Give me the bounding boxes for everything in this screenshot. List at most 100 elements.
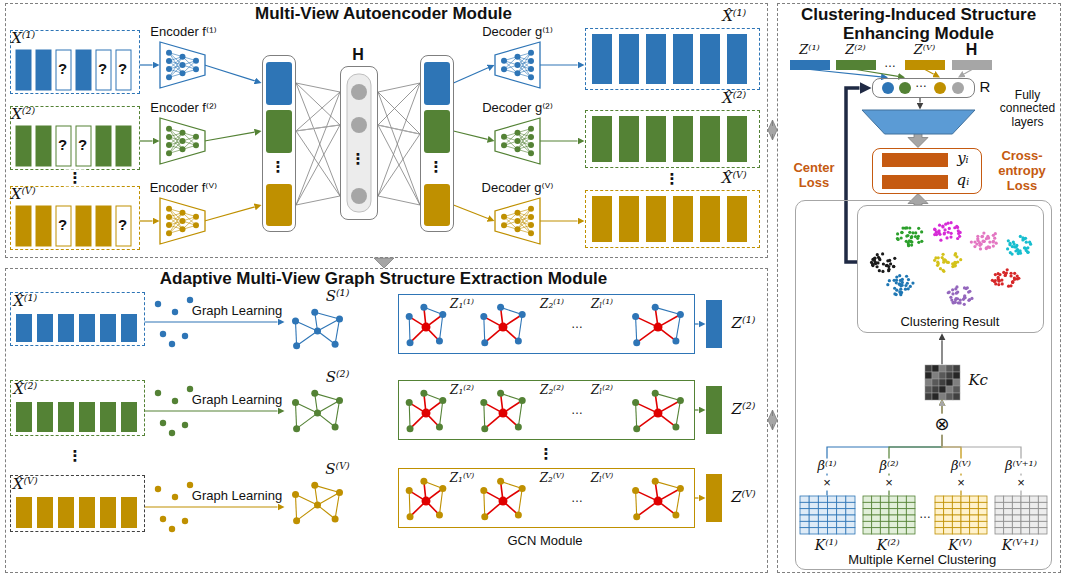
dec-shape xyxy=(514,53,520,59)
graph-figure xyxy=(483,317,485,343)
node-text: S⁽²⁾ xyxy=(326,369,350,386)
data-bars xyxy=(96,126,111,166)
cluster-scatter xyxy=(998,279,1001,282)
graph-figure xyxy=(654,497,663,506)
matrix-grid xyxy=(898,496,907,502)
cluster-scatter xyxy=(946,222,949,225)
graph-figure xyxy=(318,319,340,331)
cluster-scatter xyxy=(976,237,979,240)
enc-shape xyxy=(160,198,205,244)
matrix-grid xyxy=(932,379,939,386)
concat-segments xyxy=(266,62,450,226)
matrix-grid xyxy=(837,496,846,502)
cluster-scatter xyxy=(1009,284,1012,287)
annotation-label: Cross-entropy Loss xyxy=(984,149,1060,194)
matrix-grid xyxy=(889,528,898,534)
graph-figure xyxy=(318,401,340,414)
node-text: ? xyxy=(78,137,87,154)
dense-links xyxy=(296,83,420,205)
cluster-scatter xyxy=(980,235,983,238)
graph-figure xyxy=(293,517,300,524)
reconstruction-box: X̂⁽¹⁾ xyxy=(585,28,760,90)
node-text: X̂⁽²⁾ xyxy=(722,91,746,108)
dec-shape xyxy=(501,133,507,139)
gcn-block: Z₁⁽¹⁾Z₂⁽¹⁾…Zₗ⁽¹⁾ xyxy=(398,294,695,354)
sample-points xyxy=(155,297,193,532)
graph-figure xyxy=(422,409,431,418)
matrix-grid xyxy=(970,509,979,515)
data-bars xyxy=(619,34,639,84)
graph-figure xyxy=(483,403,485,429)
data-bars xyxy=(16,314,32,342)
dec-shape xyxy=(501,222,507,228)
annotation-label: ⋮ xyxy=(537,445,556,462)
cluster-scatter xyxy=(955,255,958,258)
dense-links xyxy=(296,92,340,131)
graph-figure xyxy=(497,390,504,397)
sample-points xyxy=(182,518,188,524)
encoder: Encoder f⁽ⱽ⁾ xyxy=(160,198,205,244)
node-text: ? xyxy=(58,61,67,78)
enc-shape xyxy=(160,42,205,88)
graph-figure xyxy=(655,481,680,488)
graph-figure xyxy=(296,495,297,521)
connector-arrow xyxy=(205,65,255,81)
matrix-grid xyxy=(953,393,960,400)
encoder: Encoder f⁽²⁾ xyxy=(160,118,205,164)
dec-shape xyxy=(528,57,534,63)
data-bars xyxy=(673,34,693,84)
data-bars xyxy=(37,402,53,432)
data-bars xyxy=(646,196,666,242)
data-bars xyxy=(37,497,53,528)
cluster-scatter xyxy=(997,280,1000,283)
matrix-grid xyxy=(1012,515,1021,521)
graph-figure xyxy=(652,390,659,397)
matrix-grid xyxy=(939,372,946,379)
cluster-scatter xyxy=(873,257,876,260)
matrix-grid xyxy=(906,509,915,515)
cluster-scatter xyxy=(949,235,952,238)
graph-figure xyxy=(518,315,522,341)
matrix-grid xyxy=(935,502,944,508)
cluster-scatter xyxy=(881,270,884,273)
connector-arrow xyxy=(695,409,699,410)
data-bars xyxy=(16,206,31,246)
matrix-grid xyxy=(932,365,939,372)
cluster-scatter xyxy=(1029,243,1032,246)
cluster-scatter xyxy=(979,247,982,250)
kernel-matrix: K⁽¹⁾ xyxy=(799,495,854,533)
matrix-grid xyxy=(828,496,837,502)
matrix-grid xyxy=(995,502,1004,508)
cluster-scatter xyxy=(939,239,942,242)
cluster-scatter xyxy=(878,269,881,272)
hidden-units xyxy=(351,188,367,204)
dense-links xyxy=(378,125,420,205)
matrix-grid xyxy=(818,521,827,527)
node-text: Z⁽ⱽ⁾ xyxy=(731,489,756,506)
sample-points xyxy=(169,341,175,347)
cluster-scatter xyxy=(937,230,940,233)
dec-shape xyxy=(514,129,520,135)
node-text: ⋮ xyxy=(271,158,286,175)
reconstruction-box: X̂⁽ⱽ⁾ xyxy=(585,190,760,248)
graph-figure xyxy=(654,409,663,418)
hidden-units xyxy=(351,117,367,133)
sample-points xyxy=(160,516,166,522)
graph-figure xyxy=(676,315,680,341)
matrix-grid xyxy=(809,496,818,502)
cluster-scatter xyxy=(991,240,994,243)
data-bars xyxy=(16,50,31,90)
data-bars xyxy=(121,402,137,432)
cluster-scatter xyxy=(908,231,911,234)
cluster-scatter xyxy=(943,231,946,234)
matrix-grid xyxy=(1021,496,1030,502)
graph-figure xyxy=(332,515,339,522)
cluster-scatter xyxy=(933,228,936,231)
block-arrow xyxy=(768,120,777,140)
matrix-grid xyxy=(935,515,944,521)
matrix-grid xyxy=(946,372,953,379)
prediction-bars xyxy=(882,175,948,189)
matrix-grid xyxy=(880,496,889,502)
graph-figure xyxy=(436,337,443,344)
dec-shape xyxy=(514,138,520,144)
